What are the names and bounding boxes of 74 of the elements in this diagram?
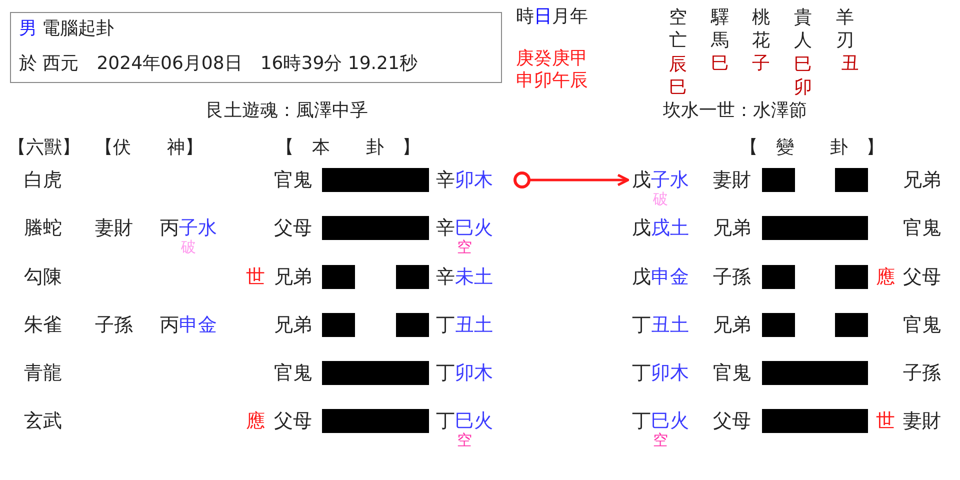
branch-value: 子 <box>752 53 770 75</box>
column-heading: 空亡 <box>669 6 687 52</box>
broken-mark: 破 <box>181 238 196 256</box>
branch-value: 巳 <box>711 53 729 75</box>
shi-mark: 世 <box>876 410 895 432</box>
najia-text: 辛巳火 <box>436 216 493 240</box>
pillar-heading: 時日月年 <box>516 6 588 28</box>
relation-text: 父母 <box>903 266 941 288</box>
relation-text: 父母 <box>274 216 312 240</box>
branch-row: 申卯午辰 <box>516 70 588 92</box>
column-header: 【 本 卦 】 <box>276 137 420 159</box>
beast-text: 玄武 <box>24 410 62 432</box>
relation-text: 官鬼 <box>274 362 312 384</box>
najia-text: 丁丑土 <box>632 314 689 336</box>
hexagram-name: 艮土遊魂：風澤中孚 <box>206 100 368 122</box>
column-heading: 羊刃 <box>836 6 854 52</box>
relation-text: 妻財 <box>903 410 941 432</box>
relation-text: 兄弟 <box>713 314 751 336</box>
branch-value: 巳卯 <box>794 52 812 98</box>
arrow <box>530 174 630 186</box>
stem-row: 庚癸庚甲 <box>516 48 588 70</box>
relation-text: 兄弟 <box>713 216 751 240</box>
relation-text: 兄弟 <box>903 168 941 192</box>
column-heading: 驛馬 <box>711 6 729 52</box>
gender-text: 男 <box>19 18 37 40</box>
header-box <box>10 12 502 83</box>
najia-text: 丁卯木 <box>632 362 689 384</box>
shi-mark: 世 <box>246 266 265 288</box>
column-header: 【伏 神】 <box>95 137 203 159</box>
relation-text: 子孫 <box>903 362 941 384</box>
branch-value: 辰巳 <box>669 52 687 98</box>
najia-text: 丁丑土 <box>436 314 493 336</box>
najia-text: 辛未土 <box>436 266 493 288</box>
najia-text: 丁卯木 <box>436 362 493 384</box>
najia-text: 戊申金 <box>632 266 689 288</box>
relation-text: 子孫 <box>95 314 133 336</box>
beast-text: 青龍 <box>24 362 62 384</box>
relation-text: 兄弟 <box>274 314 312 336</box>
relation-text: 官鬼 <box>903 216 941 240</box>
najia-text: 丁巳火 <box>632 410 689 432</box>
column-heading: 貴人 <box>794 6 812 52</box>
najia-text: 辛卯木 <box>436 168 493 192</box>
najia-text: 丙子水 <box>160 216 217 240</box>
column-header: 【六獸】 <box>8 137 80 159</box>
najia-text: 戊戌土 <box>632 216 689 240</box>
beast-text: 白虎 <box>24 168 62 192</box>
relation-text: 官鬼 <box>903 314 941 336</box>
broken-mark: 破 <box>653 190 668 208</box>
void-mark: 空 <box>457 238 472 256</box>
relation-text: 父母 <box>713 410 751 432</box>
relation-text: 妻財 <box>713 168 751 192</box>
relation-text: 子孫 <box>713 266 751 288</box>
najia-text: 戊子水 <box>632 168 689 192</box>
branch-value: 丑 <box>841 53 859 75</box>
method-text: 電腦起卦 <box>42 18 114 40</box>
date-text: 於 西元 2024年06月08日 16時39分 19.21秒 <box>19 53 418 75</box>
column-header: 【 變 卦 】 <box>740 137 884 159</box>
void-mark: 空 <box>457 431 472 449</box>
beast-text: 勾陳 <box>24 266 62 288</box>
relation-text: 官鬼 <box>274 168 312 192</box>
najia-text: 丙申金 <box>160 314 217 336</box>
najia-text: 丁巳火 <box>436 410 493 432</box>
beast-text: 朱雀 <box>24 314 62 336</box>
void-mark: 空 <box>653 431 668 449</box>
ying-mark: 應 <box>246 410 265 432</box>
ying-mark: 應 <box>876 266 895 288</box>
relation-text: 妻財 <box>95 216 133 240</box>
column-heading: 桃花 <box>752 6 770 52</box>
relation-text: 官鬼 <box>713 362 751 384</box>
beast-text: 螣蛇 <box>24 216 62 240</box>
moving-line-circle <box>513 171 531 189</box>
hexagram-name: 坎水一世：水澤節 <box>663 100 807 122</box>
relation-text: 父母 <box>274 410 312 432</box>
relation-text: 兄弟 <box>274 266 312 288</box>
